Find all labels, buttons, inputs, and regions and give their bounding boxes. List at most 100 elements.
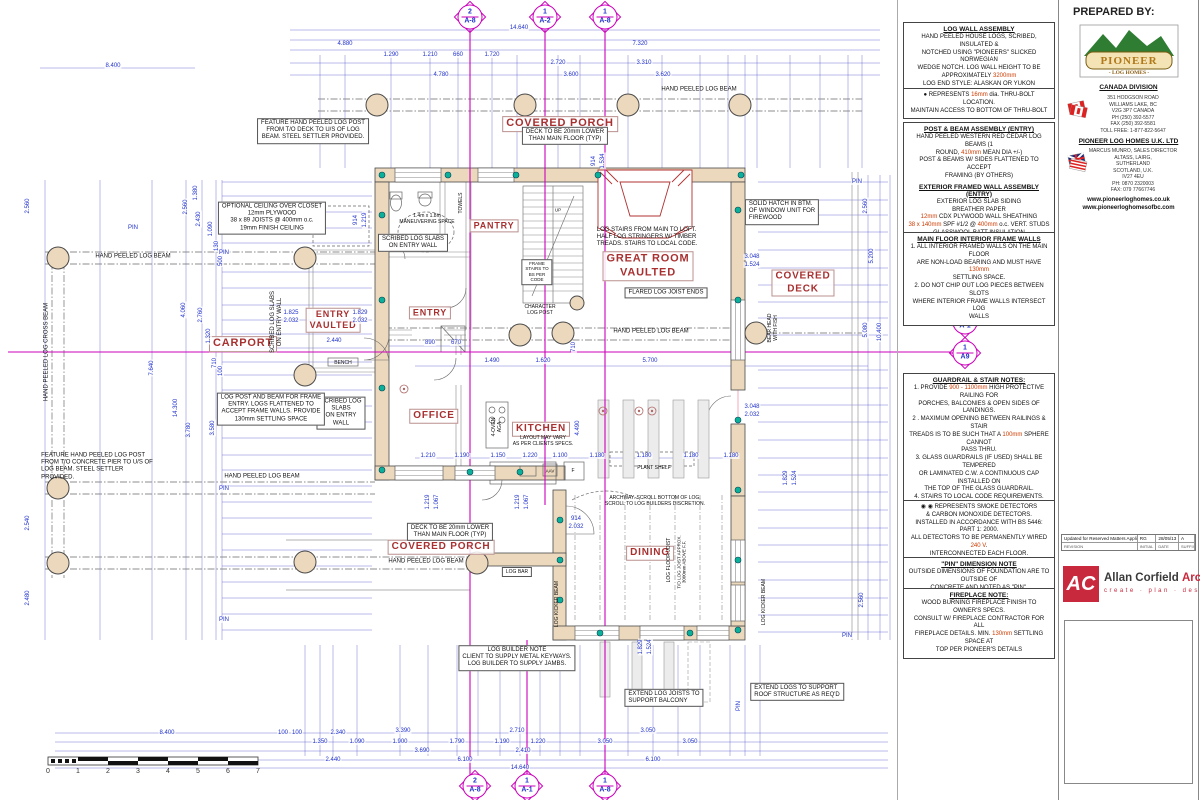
canada-division-title: CANADA DIVISION bbox=[1099, 84, 1158, 91]
dimension-label: 710 bbox=[571, 340, 577, 354]
dimension-label: PIN bbox=[736, 699, 742, 713]
thru-bolt-dot bbox=[516, 468, 524, 476]
dimension-label: 1.320 bbox=[206, 327, 212, 345]
dimension-label: 5.700 bbox=[641, 358, 659, 364]
dimension-label: 1.180 bbox=[722, 453, 740, 459]
thru-bolt-dot bbox=[556, 516, 564, 524]
dimension-label: PIN bbox=[217, 250, 231, 256]
dimension-label: 2.720 bbox=[549, 60, 567, 66]
dimension-label: 2.710 bbox=[508, 728, 526, 734]
panel-body: WOOD BURNING FIREPLACE FINISH TO OWNER'S… bbox=[913, 600, 1045, 653]
website-ofbc: www.pioneerloghomesofbc.com bbox=[1082, 205, 1175, 212]
dimension-label: 2.760 bbox=[198, 306, 204, 324]
dimension-label: 3.620 bbox=[654, 72, 672, 78]
dimension-label: 2.560 bbox=[859, 591, 865, 609]
fireplace bbox=[597, 169, 693, 239]
thru-bolt-dot bbox=[378, 296, 386, 304]
dimension-label: 1.524 bbox=[743, 262, 761, 268]
log-post bbox=[293, 363, 317, 387]
pioneer-logo: PIONEER - LOG HOMES - bbox=[1079, 24, 1179, 78]
dimension-label: 2.560 bbox=[183, 198, 189, 216]
room-label: DINING bbox=[626, 545, 674, 561]
thru-bolt-dot bbox=[378, 211, 386, 219]
room-label: GREAT ROOM VAULTED bbox=[602, 251, 694, 281]
revision-table: Updated for Reserved Matters Application… bbox=[1061, 534, 1196, 551]
architects-logo: AC Allan Corfield Architects create · pl… bbox=[1063, 564, 1200, 612]
scale-bar bbox=[47, 756, 259, 766]
room-label: OFFICE bbox=[409, 408, 459, 424]
plan-note: F bbox=[571, 468, 575, 474]
dimension-label: 1.829 bbox=[638, 638, 644, 656]
scale-number: 5 bbox=[196, 768, 200, 775]
panel-body: OUTSIDE DIMENSIONS OF FOUNDATION ARE TO … bbox=[908, 569, 1050, 591]
panel-title: LOG WALL ASSEMBLY bbox=[943, 26, 1015, 33]
dimension-label: 10.400 bbox=[877, 321, 883, 343]
window bbox=[454, 465, 496, 481]
dimension-label: 660 bbox=[451, 52, 465, 58]
dimension-label: 4.490 bbox=[575, 419, 581, 437]
dimension-label: 3.048 bbox=[743, 254, 761, 260]
revision-date: 28/05/13 bbox=[1156, 535, 1180, 542]
revision-header: REVISION bbox=[1062, 542, 1138, 550]
dimension-label: 3.390 bbox=[394, 728, 412, 734]
thru-bolt-dot bbox=[734, 556, 742, 564]
pioneer-wordmark-sub: - LOG HOMES - bbox=[1109, 70, 1150, 76]
panel-body: HAND PEELED HOUSE LOGS, SCRIBED, INSULAT… bbox=[917, 34, 1041, 87]
plan-note: DECK TO BE 20mm LOWER THAN MAIN FLOOR (T… bbox=[521, 126, 609, 146]
room-label: ENTRY VAULTED bbox=[305, 307, 361, 333]
dimension-label: 500 bbox=[218, 254, 224, 268]
revision-description: Updated for Reserved Matters Application bbox=[1064, 535, 1138, 542]
dimension-label: PIN bbox=[850, 179, 864, 185]
panel-title: GUARDRAIL & STAIR NOTES: bbox=[932, 377, 1026, 384]
plan-note: HAND PEELED LOG BEAM bbox=[388, 558, 464, 565]
dimension-label: 4.880 bbox=[336, 41, 354, 47]
dimension-label: 5.080 bbox=[863, 321, 869, 339]
dimension-label: 914 bbox=[569, 516, 583, 522]
panel-title: EXTERIOR FRAMED WALL ASSEMBLY (ENTRY) bbox=[918, 183, 1040, 198]
dimension-label: 1.219 bbox=[362, 211, 368, 229]
log-post bbox=[293, 246, 317, 270]
dimension-label: 3.600 bbox=[562, 72, 580, 78]
plan-note: TOWELS bbox=[458, 192, 464, 214]
thru-bolt-dot bbox=[378, 384, 386, 392]
plan-note: HAND PEELED LOG BEAM bbox=[95, 253, 171, 260]
scale-number: 6 bbox=[226, 768, 230, 775]
revision-header: INITIAL bbox=[1137, 542, 1157, 550]
dimension-label: 670 bbox=[449, 340, 463, 346]
panel-body: ● REPRESENTS 16mm dia. THRU-BOLT LOCATIO… bbox=[910, 92, 1048, 114]
flared-log-joists bbox=[597, 399, 710, 479]
dimension-label: 3.050 bbox=[681, 739, 699, 745]
plan-note: AAV bbox=[545, 468, 555, 474]
uk-flags-icon bbox=[1067, 151, 1088, 172]
plan-note: LAYOUT MAY VARY AS PER CLIENTS SPECS. bbox=[512, 435, 574, 447]
room-label: CARPORT bbox=[209, 336, 277, 352]
dimension-label: 1.219 bbox=[425, 493, 431, 511]
plan-note: FLARED LOG JOIST ENDS bbox=[624, 287, 708, 299]
log-post bbox=[569, 295, 585, 311]
plan-note: BENCH bbox=[334, 360, 352, 366]
note-panel-thru-bolt: ● REPRESENTS 16mm dia. THRU-BOLT LOCATIO… bbox=[903, 88, 1055, 120]
prepared-by-label: PREPARED BY: bbox=[1073, 6, 1155, 18]
window bbox=[394, 465, 444, 481]
dimension-label: 4.780 bbox=[432, 72, 450, 78]
dimension-label: 4.060 bbox=[181, 301, 187, 319]
smoke-detector-icon bbox=[399, 384, 409, 394]
plan-note: LOG FLOOR JOIST bbox=[666, 537, 672, 583]
log-post bbox=[551, 321, 575, 345]
title-block-empty-box bbox=[1064, 620, 1193, 784]
plan-note: LOG POST AND BEAM FOR FRAME ENTRY. LOGS … bbox=[216, 392, 326, 426]
revision-header: SUFFIX bbox=[1179, 542, 1195, 550]
note-panel-interior-frame-walls: MAIN FLOOR INTERIOR FRAME WALLS 1. ALL I… bbox=[903, 232, 1055, 326]
dimension-label: 3.690 bbox=[413, 748, 431, 754]
dimension-label: 3.580 bbox=[210, 419, 216, 437]
dimension-label: 2.340 bbox=[329, 730, 347, 736]
dimension-label: 3.050 bbox=[639, 728, 657, 734]
dimension-label: PIN bbox=[217, 486, 231, 492]
dimension-label: PIN bbox=[840, 633, 854, 639]
